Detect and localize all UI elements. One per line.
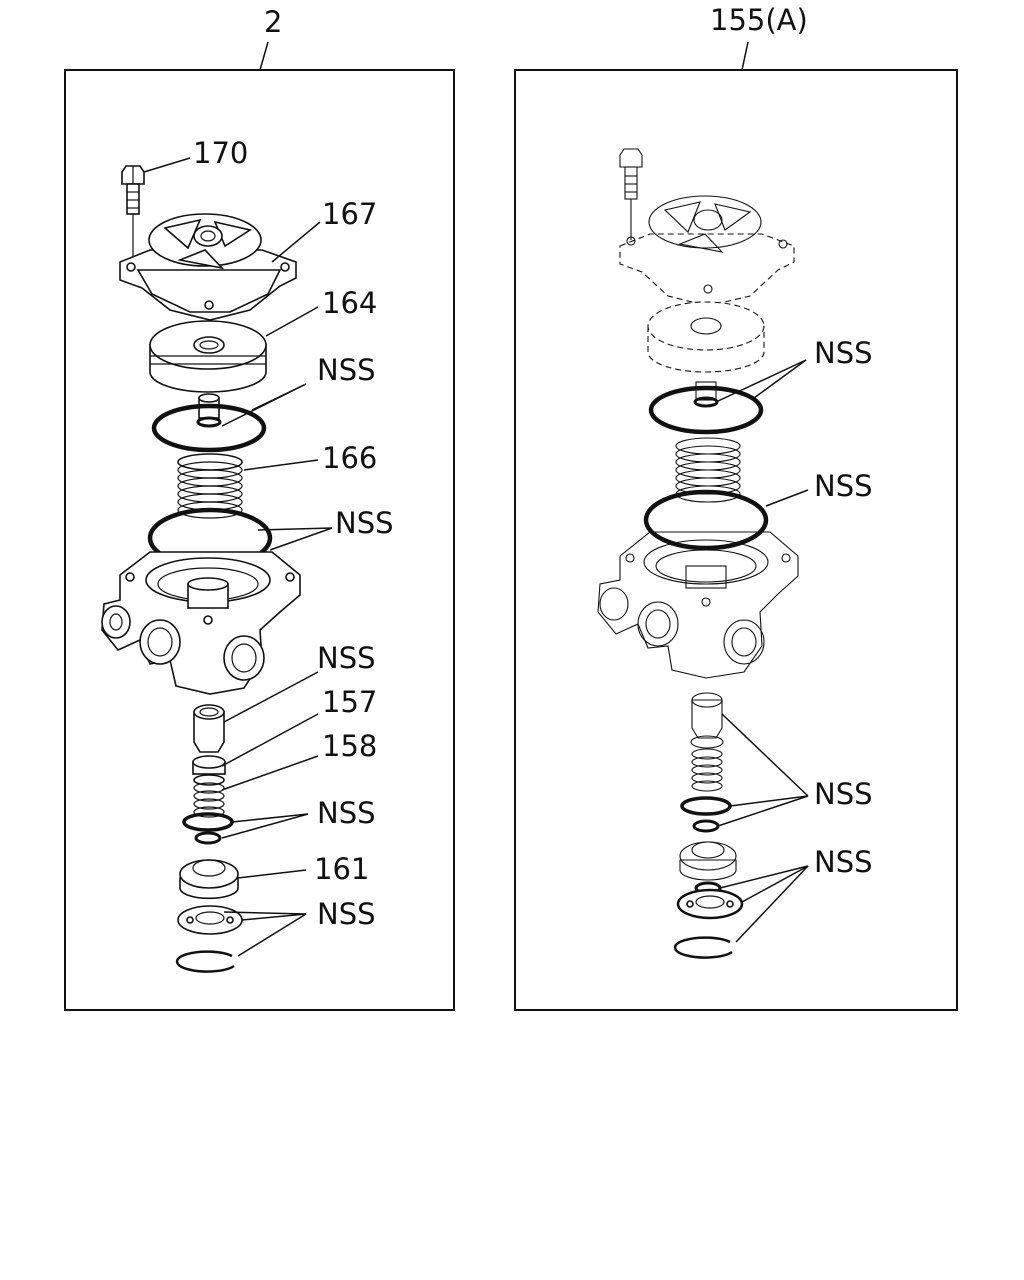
right-panel-title: 155(A) — [710, 3, 808, 37]
valve-cup[interactable] — [193, 704, 225, 753]
washer-and-snap-ring[interactable] — [175, 905, 243, 973]
left-panel-title: 2 — [264, 5, 282, 39]
callout-158: 158 — [322, 729, 377, 763]
ghost-bolt — [619, 148, 643, 240]
right-panel: 155(A) — [514, 3, 958, 1011]
ghost-piston-spring — [690, 735, 724, 792]
left-title-leader — [259, 41, 269, 71]
piston-157[interactable] — [192, 755, 226, 775]
right-title-leader — [741, 41, 749, 71]
seat-161[interactable] — [179, 859, 239, 900]
callout-nss-4: NSS — [317, 796, 376, 830]
right-valve-cup[interactable] — [691, 692, 723, 739]
right-callout-nss-4: NSS — [814, 845, 873, 879]
ghost-cover — [619, 195, 795, 307]
diaphragm-164[interactable] — [149, 320, 267, 393]
right-small-o-ring[interactable] — [680, 796, 732, 816]
right-panel-frame — [514, 69, 958, 1011]
right-large-o-ring[interactable] — [643, 489, 769, 551]
left-panel: 2 — [64, 5, 455, 1011]
bolt-170[interactable] — [121, 165, 145, 260]
right-callout-nss-1: NSS — [814, 336, 873, 370]
callout-166: 166 — [322, 441, 377, 475]
callout-161: 161 — [314, 852, 369, 886]
valve-body[interactable] — [101, 551, 301, 695]
left-leader-lines — [143, 157, 333, 957]
right-leader-lines — [715, 359, 809, 943]
cover-167[interactable] — [119, 213, 297, 321]
callout-nss-5: NSS — [317, 897, 376, 931]
callout-167: 167 — [322, 197, 377, 231]
spring-158[interactable] — [193, 774, 225, 818]
right-washer-and-snap-ring[interactable] — [673, 881, 744, 959]
right-tiny-o-ring[interactable] — [692, 819, 720, 833]
right-callout-nss-2: NSS — [814, 469, 873, 503]
stem-with-o-rings[interactable] — [151, 393, 267, 453]
left-panel-frame — [64, 69, 455, 1011]
ghost-seat — [679, 841, 737, 881]
ghost-valve-body — [597, 531, 799, 679]
callout-164: 164 — [322, 286, 377, 320]
callout-170: 170 — [193, 136, 248, 170]
spring-166[interactable] — [177, 453, 243, 519]
callout-nss-1: NSS — [317, 353, 376, 387]
tiny-o-ring[interactable] — [194, 831, 222, 845]
ghost-diaphragm — [647, 301, 765, 373]
right-callout-nss-3: NSS — [814, 777, 873, 811]
callout-nss-2: NSS — [335, 506, 394, 540]
callout-nss-3: NSS — [317, 641, 376, 675]
callout-157: 157 — [322, 685, 377, 719]
